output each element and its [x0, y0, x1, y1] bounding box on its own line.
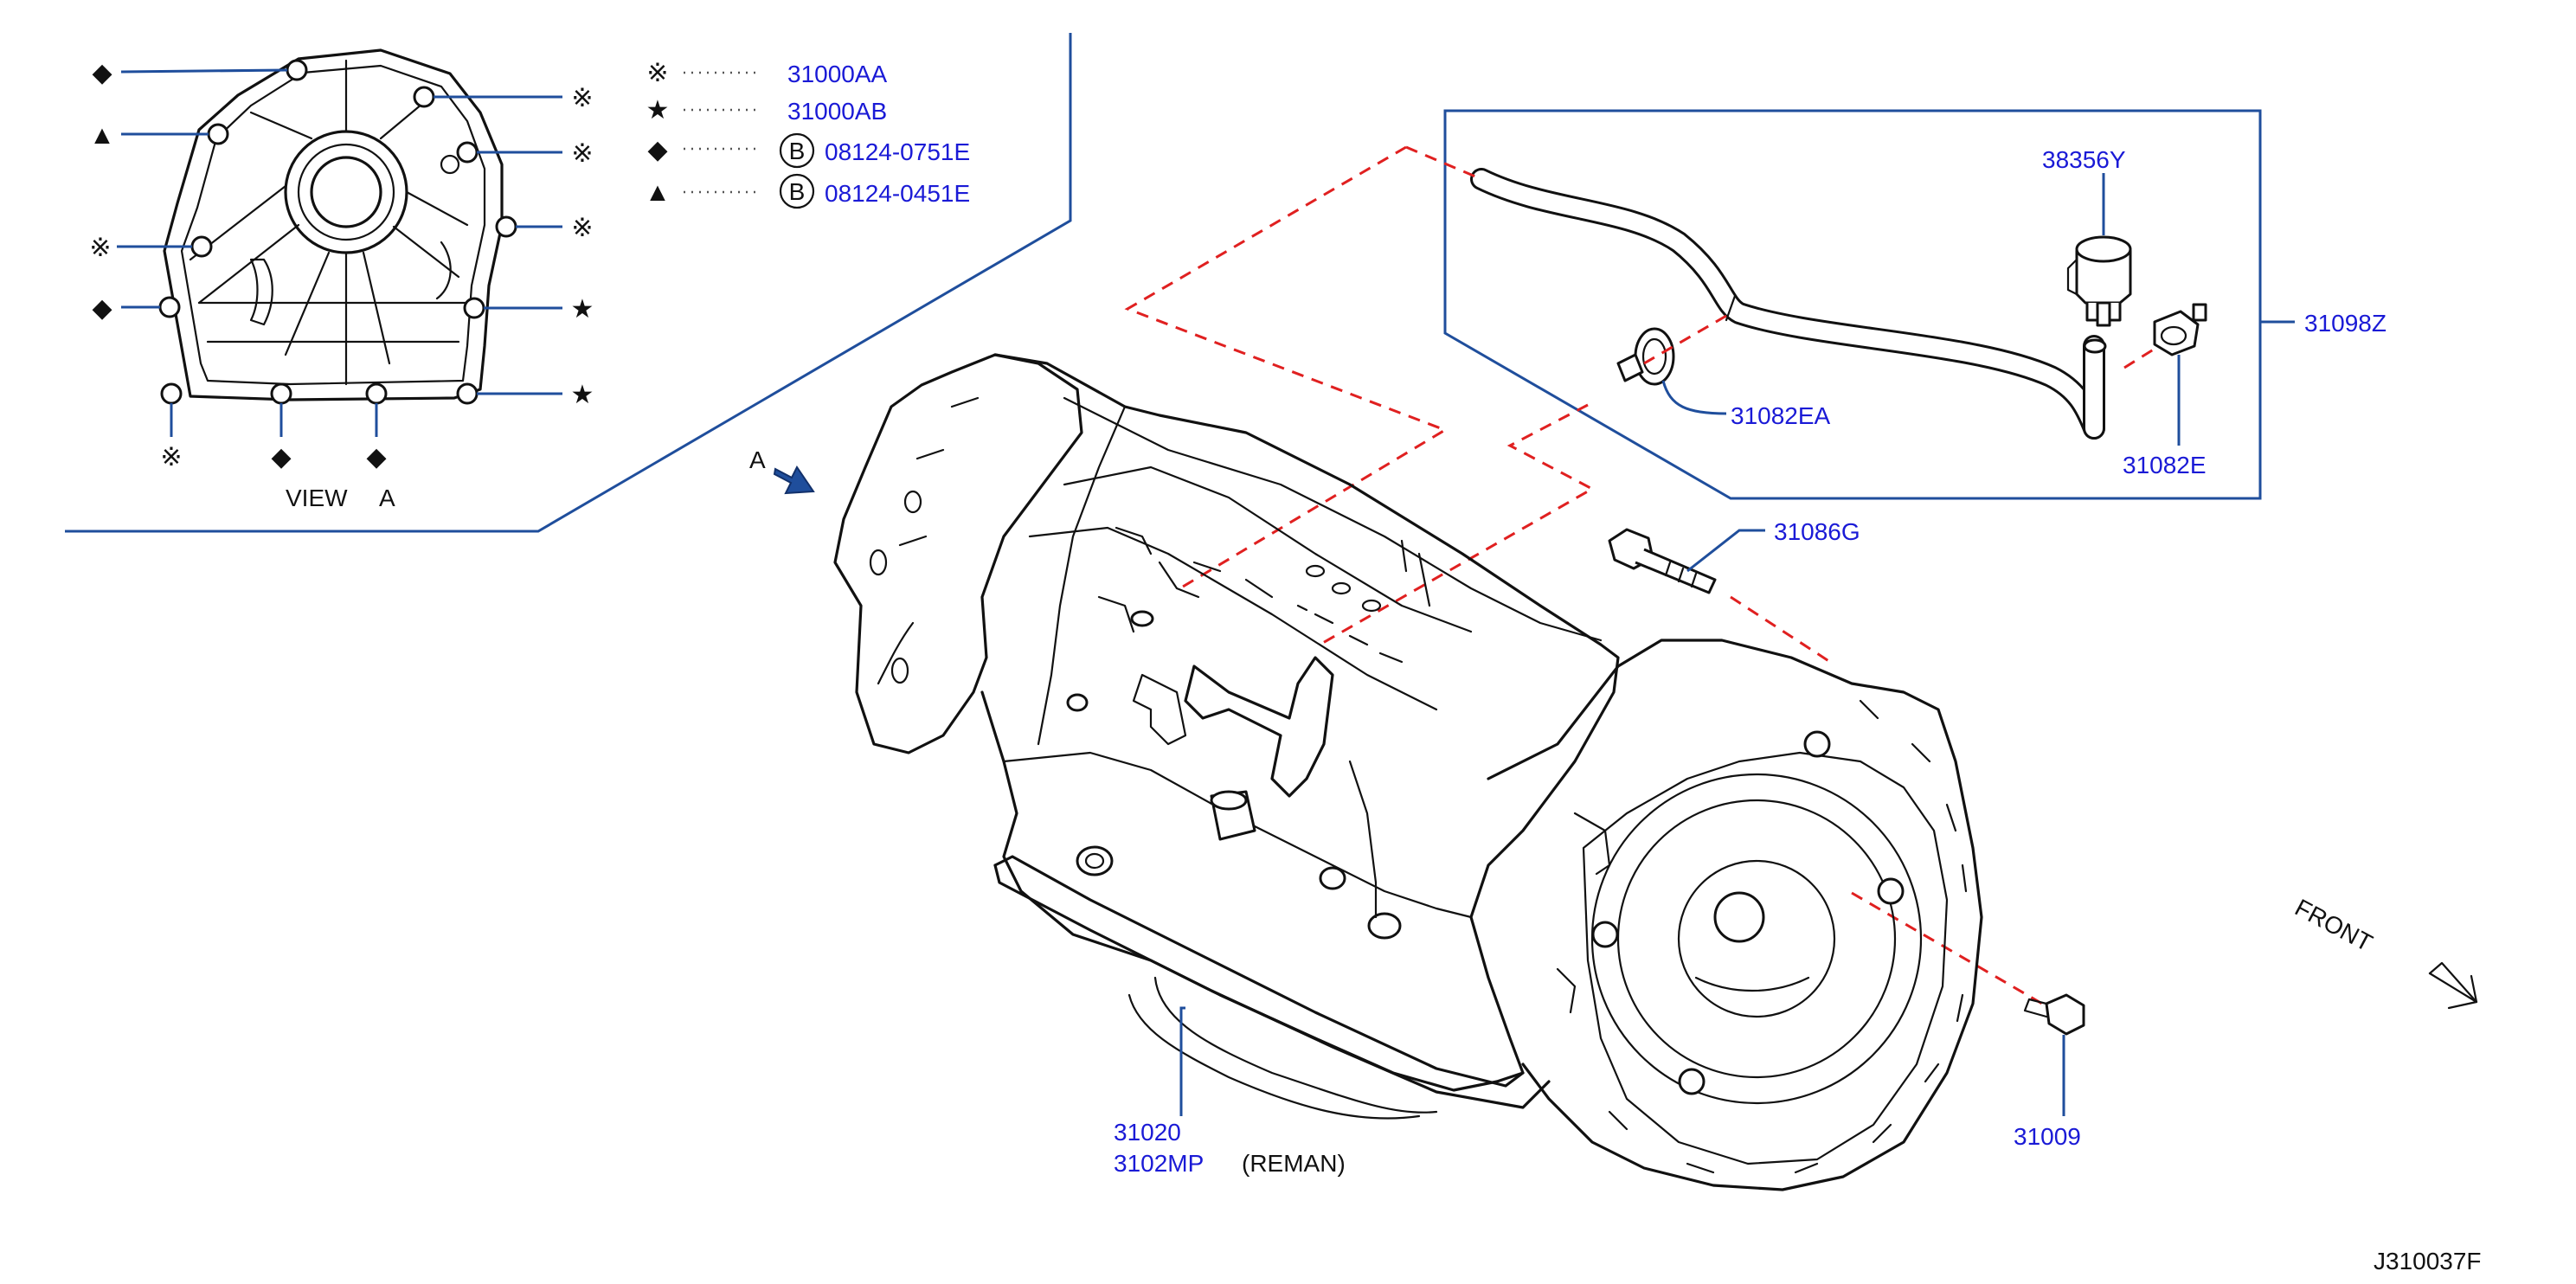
legend-symbol-1: ※ — [646, 59, 668, 87]
legend-symbol-2: ★ — [646, 96, 670, 125]
view-a-word: VIEW — [286, 485, 348, 511]
view-symbol-bottom-2: ◆ — [271, 443, 291, 472]
part-3102mp: 3102MP — [1114, 1150, 1204, 1177]
legend-part-2: 31000AB — [787, 98, 887, 125]
view-symbol-right-4: ★ — [571, 295, 594, 324]
legend-symbol-3: ◆ — [647, 136, 667, 164]
symbol-legend: ※ 31000AA ★ 31000AB ◆ B 08124-0751E ▲ B … — [645, 59, 970, 209]
diagram-code: J310037F — [2374, 1248, 2482, 1274]
view-symbol-left-4: ◆ — [92, 294, 112, 323]
view-symbol-right-5: ★ — [571, 381, 594, 409]
hose-clip-lower — [1616, 327, 1675, 386]
assembly-guide-lines — [1124, 145, 2043, 1005]
legend-bolt-mark-1: B — [789, 138, 806, 164]
view-symbol-bottom-3: ◆ — [366, 443, 386, 472]
part-31009: 31009 — [2014, 1123, 2081, 1150]
part-38356y: 38356Y — [2042, 146, 2126, 173]
view-a-frame — [65, 33, 1072, 533]
view-a-symbols: ◆ ▲ ※ ◆ ※ ※ ※ ★ ★ ※ ◆ ◆ VIEW A — [89, 59, 594, 511]
bolt-mark-circle-2 — [779, 173, 815, 209]
legend-part-3: 08124-0751E — [825, 138, 970, 165]
part-31082ea: 31082EA — [1731, 402, 1831, 429]
part-31086g: 31086G — [1774, 518, 1860, 545]
legend-part-1: 31000AA — [787, 61, 888, 87]
front-label: FRONT — [2290, 894, 2377, 957]
view-symbol-left-1: ◆ — [92, 59, 112, 87]
view-a-housing — [117, 48, 562, 437]
view-symbol-right-3: ※ — [571, 214, 593, 242]
view-symbol-bottom-1: ※ — [160, 443, 182, 472]
bolt-31086g — [1608, 528, 1717, 594]
hose-clip-upper — [2153, 303, 2207, 356]
legend-part-4: 08124-0451E — [825, 180, 970, 207]
view-symbol-left-2: ▲ — [89, 121, 115, 150]
reman-note: (REMAN) — [1242, 1150, 1346, 1177]
legend-bolt-mark-2: B — [789, 178, 806, 205]
part-31082e: 31082E — [2123, 452, 2207, 478]
view-symbol-left-3: ※ — [89, 234, 111, 262]
view-a-letter: A — [379, 485, 395, 511]
part-31020: 31020 — [1114, 1119, 1181, 1146]
bolt-mark-circle-1 — [779, 132, 815, 169]
breather-group-frame — [1443, 109, 2262, 500]
breather-cap — [2066, 235, 2132, 327]
bolt-31009 — [2023, 993, 2085, 1036]
transmission-assembly — [833, 353, 1983, 1191]
part-31098z: 31098Z — [2304, 310, 2386, 337]
legend-symbol-4: ▲ — [645, 178, 671, 207]
front-direction-arrow: FRONT — [2290, 894, 2478, 1010]
arrow-label-a: A — [749, 446, 766, 473]
view-a-arrow: A — [749, 446, 815, 495]
breather-hose — [1470, 168, 2107, 440]
view-symbol-right-2: ※ — [571, 139, 593, 168]
view-symbol-right-1: ※ — [571, 84, 593, 112]
